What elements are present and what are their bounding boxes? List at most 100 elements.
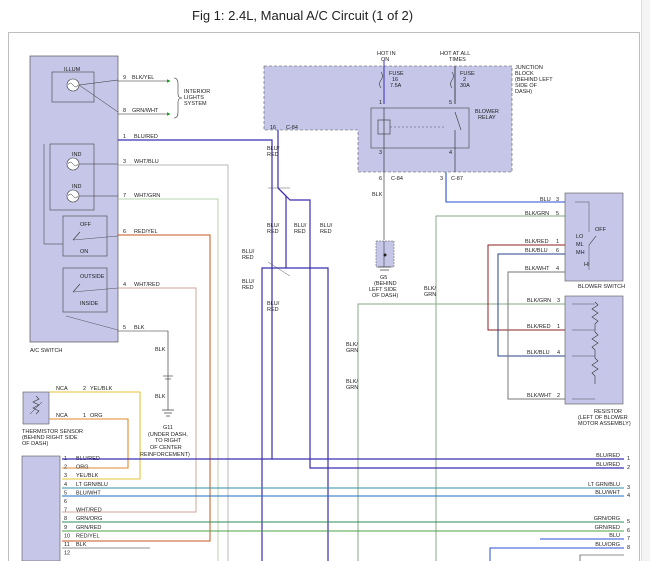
- blu-red-g-1: BLU/: [242, 279, 255, 285]
- bottom-pin-10: 10: [64, 533, 70, 539]
- thermistor-label-2: (BEHIND RIGHT SIDE: [22, 435, 78, 441]
- pin-3-label: 3: [123, 159, 126, 165]
- harness-blu-org: [489, 547, 624, 561]
- ac-on-off-switch: [62, 215, 108, 257]
- bottom-pin-7: 7: [64, 508, 67, 514]
- wire-blk-label: BLK: [134, 325, 145, 331]
- right-wire-label-6: GRN/RED: [595, 525, 620, 531]
- right-pin-5: 5: [627, 519, 630, 525]
- wire-wht-blu-label: WHT/BLU: [134, 159, 159, 165]
- wire-wht-grn: [118, 198, 219, 561]
- wire-blu-red-4: [286, 267, 329, 561]
- wire-grn-wht-label: GRN/WHT: [132, 108, 159, 114]
- jb-label-3: (BEHIND LEFT: [515, 77, 553, 83]
- wire-blu-red-label: BLU/RED: [134, 134, 158, 140]
- wire-blu-blower: [445, 172, 565, 203]
- bs-wire-blu: BLU: [540, 197, 551, 203]
- hot-in-on-1: HOT IN: [377, 51, 396, 57]
- bottom-wire-label-11: BLK: [76, 542, 87, 548]
- wire-wht-red-label: WHT/RED: [134, 282, 160, 288]
- illum-box: [51, 71, 95, 103]
- interior-lights-line3: SYSTEM: [184, 101, 207, 107]
- g11-loc2: TO RIGHT: [155, 438, 182, 444]
- blu-red-e-2: RED: [242, 255, 254, 261]
- blower-relay-label-2: RELAY: [478, 115, 496, 121]
- hot-all-times-1: HOT AT ALL: [440, 51, 470, 57]
- jb-pin-1: 1: [379, 100, 382, 106]
- right-wire-label-2: BLU/RED: [596, 462, 620, 468]
- scrollbar[interactable]: [641, 0, 650, 561]
- g11-loc4: REINFORCEMENT): [140, 452, 190, 458]
- wire-wht-blu: [118, 164, 229, 561]
- resistor-label-3: MOTOR ASSEMBLY): [578, 421, 631, 427]
- blk-grn-c-2: GRN: [346, 385, 358, 391]
- c87-label: C-87: [451, 176, 463, 182]
- right-wire-label-7: BLU: [609, 533, 620, 539]
- blower-switch-body: [564, 192, 624, 282]
- right-pin-4: 4: [627, 493, 630, 499]
- res-wire-blk-blu: BLK/BLU: [527, 350, 550, 356]
- blk-grn-a-1: BLK/: [424, 286, 436, 292]
- resistor-icon: [591, 301, 599, 384]
- jb-label-4: SIDE OF: [515, 83, 538, 89]
- g5-loc1: (BEHIND: [374, 281, 397, 287]
- wire-blk-red-sw: [487, 244, 565, 331]
- thermistor-label-3: OF DASH): [22, 441, 48, 447]
- blk-g5-label: BLK: [372, 192, 383, 198]
- off-label: OFF: [80, 222, 92, 228]
- pin-5-label: 5: [123, 325, 126, 331]
- wire-blk-wht-sw: [507, 271, 565, 400]
- bottom-pin-12: 12: [64, 551, 70, 557]
- ac-switch-label: A/C SWITCH: [30, 348, 62, 354]
- fuse2-label-1: FUSE: [460, 71, 475, 77]
- jb-label-2: BLOCK: [515, 71, 534, 77]
- g11-label: G11: [163, 425, 173, 431]
- interior-lights-line1: INTERIOR: [184, 89, 210, 95]
- wire-yel-blk: [49, 391, 141, 480]
- nca-1: NCA: [56, 386, 68, 392]
- bottom-wire-label-2: ORG: [76, 465, 89, 471]
- blk-grn-wires: BLK/ GRN BLK/ GRN BLK/ GRN: [346, 215, 565, 561]
- bottom-wire-label-3: YEL/BLK: [76, 473, 99, 479]
- c84-a-label: C-84: [286, 125, 298, 131]
- pin-1-label: 1: [123, 134, 126, 140]
- bs-pin-6: 6: [556, 248, 559, 254]
- blu-red-e-1: BLU/: [242, 249, 255, 255]
- fuse2-icon: [450, 71, 454, 89]
- header: Fig 1: 2.4L, Manual A/C Circuit (1 of 2): [0, 0, 650, 32]
- therm-pin-2: 2: [83, 386, 86, 392]
- jb-pin-3: 3: [379, 150, 382, 156]
- bottom-pin-3: 3: [64, 473, 67, 479]
- interior-lights-brace: [173, 77, 183, 119]
- bs-mh: MH: [576, 250, 585, 256]
- pin-4-label: 4: [123, 282, 126, 288]
- bs-off: OFF: [595, 227, 607, 233]
- right-wire-label-1: BLU/RED: [596, 453, 620, 459]
- c84-b-label: C-84: [391, 176, 403, 182]
- right-pin-3: 3: [627, 485, 630, 491]
- ind2-label: IND: [72, 184, 82, 190]
- bs-wire-blk-grn: BLK/GRN: [525, 211, 549, 217]
- wire-blk-grn-sw: [435, 215, 565, 561]
- right-wire-label-8: BLU/ORG: [595, 542, 620, 548]
- thermistor-sensor: NCA 2 YEL/BLK NCA 1 ORG THERMISTOR SENSO…: [22, 386, 141, 480]
- bottom-wire-label-9: GRN/RED: [76, 525, 101, 531]
- ind1-label: IND: [72, 152, 82, 158]
- jb-pin-5: 5: [449, 100, 452, 106]
- wire-red-yel-label: RED/YEL: [134, 229, 158, 235]
- fuse16-label-3: 7.5A: [390, 83, 402, 89]
- blu-red-c-1: BLU/: [294, 223, 307, 229]
- bottom-wire-label-8: GRN/ORG: [76, 516, 102, 522]
- bottom-pin-4: 4: [64, 482, 67, 488]
- g11-loc3: OF CENTER: [150, 445, 182, 451]
- bottom-connector-body: [21, 455, 61, 561]
- therm-wire-yel-blk: YEL/BLK: [90, 386, 113, 392]
- blower-relay: [370, 107, 470, 149]
- bs-wiper: [588, 235, 597, 246]
- wire-blu-red-3: [261, 187, 287, 561]
- fuse16-label-2: 16: [392, 77, 398, 83]
- pin-8-label: 8: [123, 108, 126, 114]
- bottom-wire-label-10: RED/YEL: [76, 533, 100, 539]
